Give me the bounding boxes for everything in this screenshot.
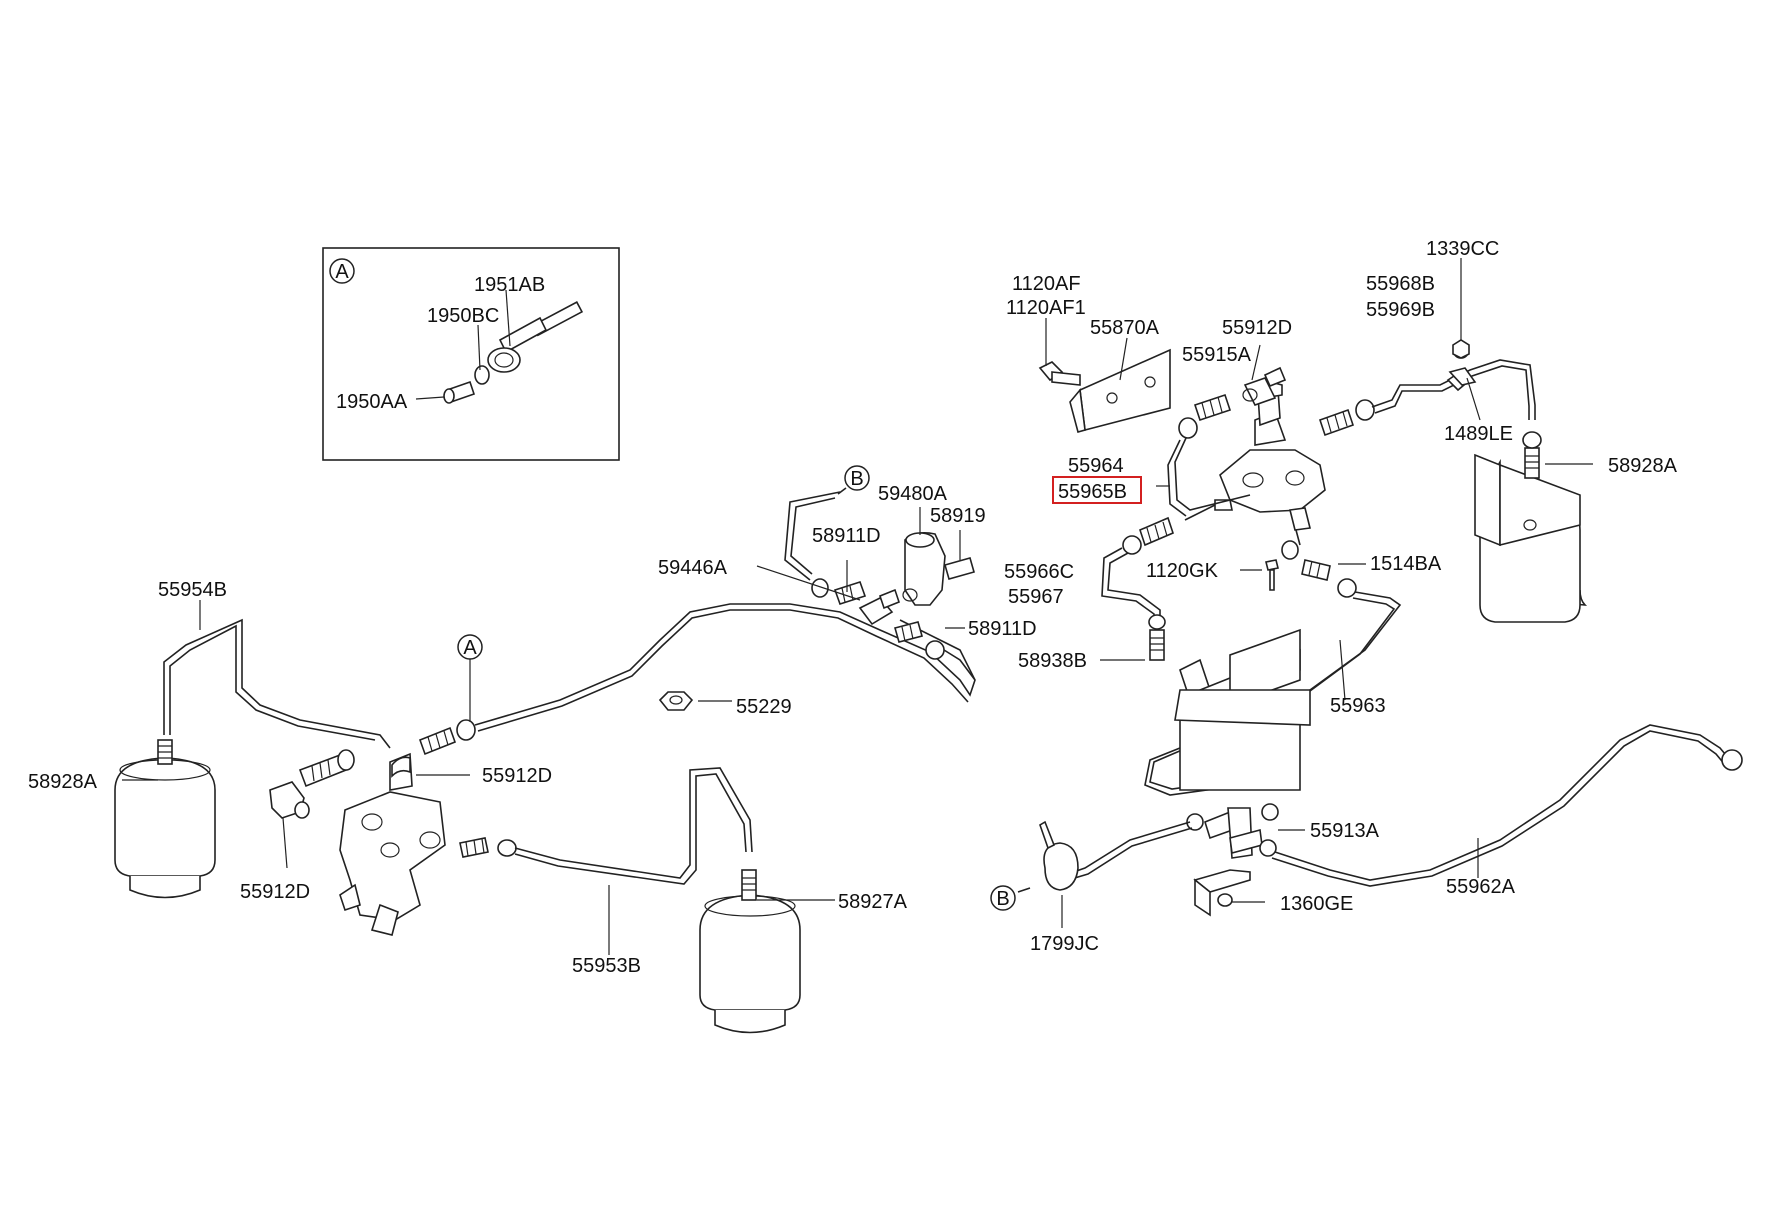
label-55968B: 55968B [1366, 273, 1435, 295]
leveling-valve-left [339, 752, 446, 936]
inset-a-marker-circle [329, 258, 355, 284]
bolt-1120AF [1038, 361, 1081, 386]
air-bag-right [1474, 431, 1588, 623]
label-55870A: 55870A [1090, 317, 1160, 339]
label-58938B: 58938B [1018, 650, 1087, 672]
label-55229: 55229 [736, 696, 792, 718]
elbow-55912D-left [269, 749, 355, 819]
label-55915A: 55915A [1182, 344, 1252, 366]
label-1120AF: 1120AF [1012, 273, 1081, 295]
inset-a-marker: A [335, 261, 349, 283]
label-1950AA: 1950AA [336, 391, 408, 413]
label-55965B: 55965B [1058, 481, 1127, 503]
fitting-55915A [1178, 393, 1232, 439]
pressure-switch-59480A [902, 532, 975, 606]
marker-b-lower: B [990, 885, 1031, 911]
label-58919: 58919 [930, 505, 986, 527]
label-58911D-bot: 58911D [968, 618, 1037, 640]
fitting-upper-left [418, 719, 476, 756]
label-1120GK: 1120GK [1146, 560, 1219, 582]
label-55969B: 55969B [1366, 299, 1435, 321]
label-1950BC: 1950BC [427, 305, 499, 327]
label-58928A-right: 58928A [1608, 455, 1678, 477]
nut-1339CC [1452, 339, 1470, 359]
pipe-55954B [163, 618, 391, 749]
label-55964: 55964 [1068, 455, 1124, 477]
label-58911D-top: 58911D [812, 525, 881, 547]
label-55963: 55963 [1330, 695, 1386, 717]
label-1489LE: 1489LE [1444, 423, 1513, 445]
fitting-58911D-top [879, 588, 900, 610]
label-1339CC: 1339CC [1426, 238, 1499, 260]
bracket-1360GE [1193, 869, 1251, 917]
label-55954B: 55954B [158, 579, 227, 601]
marker-a-upper: A [457, 634, 483, 722]
marker-b-lower-letter: B [996, 888, 1009, 910]
air-bag-middle [699, 869, 801, 1034]
pipe-55953B [514, 767, 753, 879]
label-55912D-right: 55912D [1222, 317, 1292, 339]
label-1951AB: 1951AB [474, 274, 545, 296]
bolt-1120GK [1265, 559, 1279, 591]
label-55967: 55967 [1008, 586, 1064, 608]
fitting-1514BA [1281, 540, 1357, 598]
air-bag-left [114, 739, 216, 899]
bracket-center [1174, 628, 1311, 791]
label-55962A: 55962A [1446, 876, 1516, 898]
label-55913A: 55913A [1310, 820, 1380, 842]
inset-frame [322, 247, 620, 461]
pipe-55964 [1174, 437, 1251, 511]
label-55953B: 55953B [572, 955, 641, 977]
fitting-right-upper [1318, 399, 1375, 437]
tee-59446A [811, 578, 894, 626]
pipe-left-upper [474, 603, 976, 726]
fitting-58938B [1148, 614, 1166, 661]
clamp-1799JC [1039, 820, 1079, 891]
label-1799JC: 1799JC [1030, 933, 1099, 955]
inset-a: A 1951AB 1950BC 1950AA [322, 247, 620, 461]
label-55912D-mid: 55912D [482, 765, 552, 787]
label-55966C: 55966C [1004, 561, 1074, 583]
right-assembly [1038, 258, 1743, 928]
left-assembly [114, 491, 976, 1034]
pipe-55962A [1274, 724, 1731, 881]
label-58927A: 58927A [838, 891, 908, 913]
label-58928A-left: 58928A [28, 771, 98, 793]
inset-fitting [443, 301, 584, 404]
highlight-box-55965B [1052, 476, 1142, 504]
tee-55913A [1186, 803, 1279, 859]
labels: 55954B 58928A 55912D 55912D 55229 59446A… [28, 238, 1678, 977]
label-55912D-left: 55912D [240, 881, 310, 903]
nut-55229 [658, 691, 694, 711]
label-59480A: 59480A [878, 483, 948, 505]
label-1120AF1: 1120AF1 [1006, 297, 1086, 319]
marker-b-upper-letter: B [850, 468, 863, 490]
fitting-lower-left [459, 837, 517, 858]
marker-b-upper: B [837, 465, 870, 495]
bracket-55870A [1069, 348, 1171, 433]
label-59446A: 59446A [658, 557, 728, 579]
leader-lines [122, 485, 1170, 955]
fitting-58938-top [1122, 516, 1174, 555]
label-1514BA: 1514BA [1370, 553, 1442, 575]
pipe-55968B [1371, 359, 1536, 420]
label-1360GE: 1360GE [1280, 893, 1353, 915]
elbow-55912D-right [1242, 377, 1277, 406]
marker-a-upper-letter: A [463, 637, 477, 659]
fitting-58911D-bot [894, 621, 945, 660]
